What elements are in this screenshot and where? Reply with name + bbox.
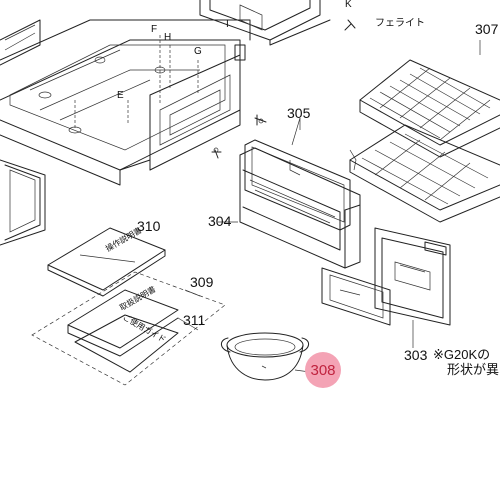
label-309: 309: [190, 274, 214, 290]
callout-f: F: [151, 24, 158, 35]
cabinet-body: [0, 0, 356, 186]
door-fragment: [0, 159, 46, 246]
label-305: 305: [287, 105, 311, 121]
label-308: 308: [310, 361, 336, 379]
note-line-2: 形状が異: [447, 362, 500, 377]
panel-303: [321, 227, 451, 348]
callout-k: K: [345, 0, 352, 10]
label-304: 304: [208, 213, 232, 229]
rack-307: [349, 40, 500, 223]
note-line-1: ※G20Kの: [433, 347, 491, 362]
callout-h: H: [164, 32, 172, 43]
ferrite-label: フェライト: [375, 18, 425, 29]
label-311: 311: [183, 312, 206, 328]
label-307: 307: [475, 21, 499, 37]
highlight-badge-308[interactable]: 308: [305, 352, 341, 388]
callout-i: I: [226, 19, 229, 30]
gasket-frame-305: [244, 117, 351, 231]
callout-g: G: [194, 46, 202, 57]
booklet-310: [47, 227, 166, 297]
bowl-308: [221, 332, 311, 381]
label-303: 303: [404, 347, 428, 363]
label-310: 310: [137, 218, 161, 234]
door-panel-304: [218, 147, 361, 269]
booklet-group-309: [31, 271, 226, 386]
callout-e: E: [117, 90, 124, 101]
